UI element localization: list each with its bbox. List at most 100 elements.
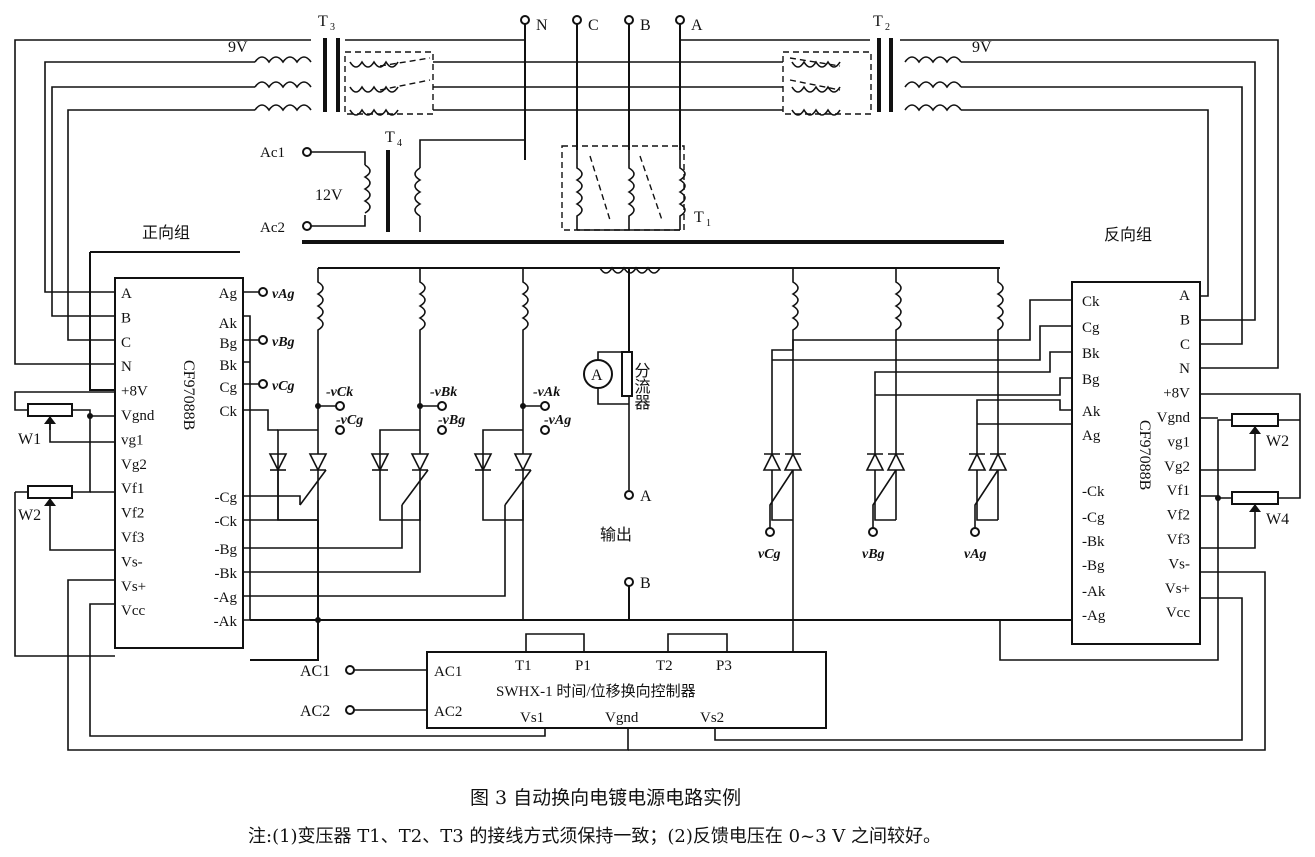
- t2-label: T: [873, 13, 883, 30]
- right-chip-pin-l-8: -Bk: [1082, 534, 1105, 550]
- phase-c-label: C: [588, 17, 599, 34]
- ammeter: A 分流器: [583, 351, 651, 490]
- sig-neg-vck: -vCk: [326, 385, 353, 400]
- ac1-top-label: Ac1: [260, 145, 285, 161]
- left-chip-pin-l-7: Vg2: [121, 457, 147, 473]
- ctrl-p3: P3: [716, 658, 732, 674]
- right-pots: W2 W4: [999, 393, 1301, 661]
- right-chip-pin-r-11: Vs-: [1168, 556, 1190, 572]
- right-chip-pin-l-6: -Ck: [1082, 484, 1105, 500]
- ctrl-p1: P1: [575, 658, 591, 674]
- sig-neg-vbk: -vBk: [430, 385, 457, 400]
- right-chip-pin-l-2: Bk: [1082, 346, 1100, 362]
- ctrl-t2: T2: [656, 658, 673, 674]
- ctrl-title: SWHX-1 时间/位移换向控制器: [496, 683, 696, 700]
- right-chip-pin-r-5: Vgnd: [1157, 410, 1191, 426]
- pot-w2-left: W2: [18, 507, 41, 524]
- output-terminals: A 输出 B: [600, 488, 652, 620]
- right-chip-name: CF97088B: [1136, 420, 1153, 490]
- voltage-mid: 12V: [315, 187, 343, 204]
- ctrl-ac2: AC2: [434, 704, 462, 720]
- left-chip-pin-l-2: C: [121, 335, 131, 351]
- left-chip-pin-r-5: Ck: [219, 404, 237, 420]
- left-chip-pin-r-6: -Cg: [215, 490, 238, 506]
- sig-r-vag: vAg: [964, 547, 987, 562]
- sig-neg-vak: -vAk: [533, 385, 560, 400]
- right-chip-pin-r-0: A: [1179, 288, 1190, 304]
- transformer-t2: T 2 9V: [782, 13, 992, 116]
- left-chip-pin-l-3: N: [121, 359, 132, 375]
- shunt-label: 分流器: [632, 362, 651, 410]
- ctrl-vgnd: Vgnd: [605, 710, 639, 726]
- right-chip-pin-r-6: vg1: [1168, 434, 1191, 450]
- left-chip: CF97088B ABCN+8VVgndvg1Vg2Vf1Vf2Vf3Vs-Vs…: [114, 277, 244, 649]
- left-chip-pin-r-9: -Bk: [215, 566, 238, 582]
- ac2-top-label: Ac2: [260, 220, 285, 236]
- right-chip-pin-r-8: Vf1: [1167, 483, 1190, 499]
- t4-sub: 4: [397, 138, 402, 149]
- sig-vcg: vCg: [272, 379, 295, 394]
- right-chip-pin-r-2: C: [1180, 337, 1190, 353]
- sig-vag: vAg: [272, 287, 295, 302]
- right-chip-pin-l-5: Ag: [1082, 428, 1101, 444]
- left-pots: W1 W2: [14, 391, 115, 657]
- left-chip-pin-l-10: Vf3: [121, 530, 144, 546]
- controller: AC1 AC2 AC1 AC2 T1 P1 T2 P3 SWHX-1 时间/位移…: [67, 520, 1266, 751]
- output-b-label: B: [640, 575, 651, 592]
- reverse-coils: [791, 268, 1004, 400]
- ac1-label: AC1: [300, 663, 330, 680]
- right-chip-pin-r-12: Vs+: [1165, 581, 1190, 597]
- t1-label: T: [694, 209, 704, 226]
- t1-sub: 1: [706, 218, 711, 229]
- right-chip-pin-r-4: +8V: [1163, 386, 1190, 402]
- ctrl-vs1: Vs1: [520, 710, 544, 726]
- ac2-label: AC2: [300, 703, 330, 720]
- transformer-t1: T 1: [561, 145, 711, 231]
- sig-neg-vbg: -vBg: [438, 413, 465, 428]
- phase-b-label: B: [640, 17, 651, 34]
- t4-label: T: [385, 129, 395, 146]
- left-chip-pin-l-4: +8V: [121, 384, 148, 400]
- right-chip-pin-r-10: Vf3: [1167, 532, 1190, 548]
- left-chip-pin-l-13: Vcc: [121, 603, 145, 619]
- phase-a-label: A: [691, 17, 703, 34]
- right-chip-pin-r-9: Vf2: [1167, 508, 1190, 524]
- phase-terminals: N C B A: [520, 15, 703, 160]
- sig-vbg: vBg: [272, 335, 295, 350]
- right-chip-pin-l-7: -Cg: [1082, 510, 1105, 526]
- left-chip-pin-l-9: Vf2: [121, 506, 144, 522]
- left-chip-pin-l-1: B: [121, 310, 131, 326]
- left-chip-wiring: [243, 287, 1100, 661]
- left-chip-pin-l-12: Vs+: [121, 579, 146, 595]
- right-chip-pin-l-11: -Ag: [1082, 608, 1106, 624]
- ctrl-vs2: Vs2: [700, 710, 724, 726]
- reverse-thyristors: [762, 349, 1008, 537]
- right-chip-pin-l-3: Bg: [1082, 372, 1100, 388]
- left-chip-pin-r-4: Cg: [219, 380, 237, 396]
- reverse-group-label: 反向组: [1104, 226, 1152, 244]
- figure-note: 注:(1)变压器 T1、T2、T3 的接线方式须保持一致；(2)反馈电压在 0~…: [248, 826, 941, 847]
- ctrl-ac1: AC1: [434, 664, 462, 680]
- right-chip-pin-r-7: Vg2: [1164, 459, 1190, 475]
- right-chip-pin-l-9: -Bg: [1082, 558, 1105, 574]
- right-chip-pin-r-3: N: [1179, 361, 1190, 377]
- phase-n-label: N: [536, 17, 548, 34]
- pot-w4: W4: [1266, 511, 1289, 528]
- left-chip-pin-r-1: Ak: [219, 316, 238, 332]
- pot-w2-right: W2: [1266, 433, 1289, 450]
- sig-neg-vag: -vAg: [544, 413, 571, 428]
- right-chip-pin-r-1: B: [1180, 312, 1190, 328]
- right-chip-pin-l-10: -Ak: [1082, 584, 1106, 600]
- left-chip-pin-l-8: Vf1: [121, 481, 144, 497]
- voltage-right: 9V: [972, 39, 992, 56]
- ammeter-symbol: A: [591, 367, 603, 384]
- left-chip-pin-r-3: Bk: [219, 358, 237, 374]
- left-chip-pin-l-0: A: [121, 286, 132, 302]
- transformer-t4: Ac1 Ac2 12V T 4: [260, 129, 525, 236]
- right-chip-pin-l-0: Ck: [1082, 294, 1100, 310]
- t3-label: T: [318, 13, 328, 30]
- right-chip-pin-l-4: Ak: [1082, 404, 1101, 420]
- left-chip-pin-r-8: -Bg: [215, 542, 238, 558]
- forward-thyristors: [268, 401, 550, 521]
